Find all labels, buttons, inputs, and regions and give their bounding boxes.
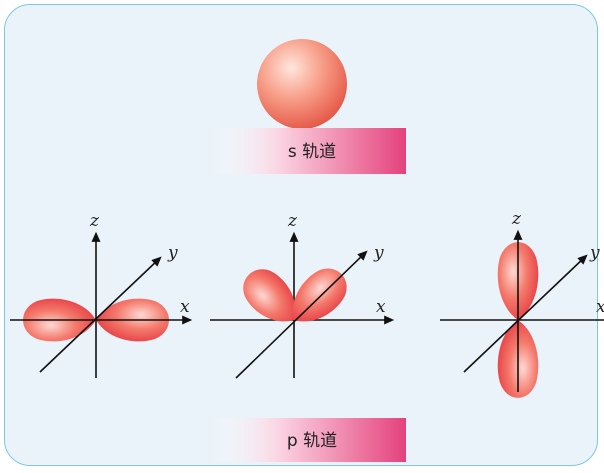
- s-orbital-sphere: [257, 39, 347, 129]
- px-z-label: z: [89, 211, 100, 231]
- pz-z-label: z: [511, 209, 522, 229]
- s-orbital-caption: s 轨道: [212, 128, 406, 174]
- pz-y-axis: [463, 254, 588, 373]
- py-x-label: x: [376, 297, 386, 317]
- py-y-label: y: [373, 243, 384, 263]
- px-y-label: y: [167, 243, 178, 263]
- py-orbital: x z y: [210, 211, 395, 379]
- px-y-axis: [39, 256, 162, 373]
- pz-x-label: x: [596, 297, 604, 317]
- px-x-label: x: [180, 297, 190, 317]
- pz-y-label: y: [589, 243, 600, 263]
- s-orbital-label: s 轨道: [288, 142, 336, 162]
- px-orbital: x z y: [10, 211, 193, 378]
- p-orbital-caption: p 轨道: [212, 418, 406, 462]
- py-y-axis: [235, 250, 368, 379]
- py-z-label: z: [287, 211, 298, 231]
- pz-orbital: x z y: [440, 209, 604, 398]
- p-orbital-label: p 轨道: [287, 431, 337, 451]
